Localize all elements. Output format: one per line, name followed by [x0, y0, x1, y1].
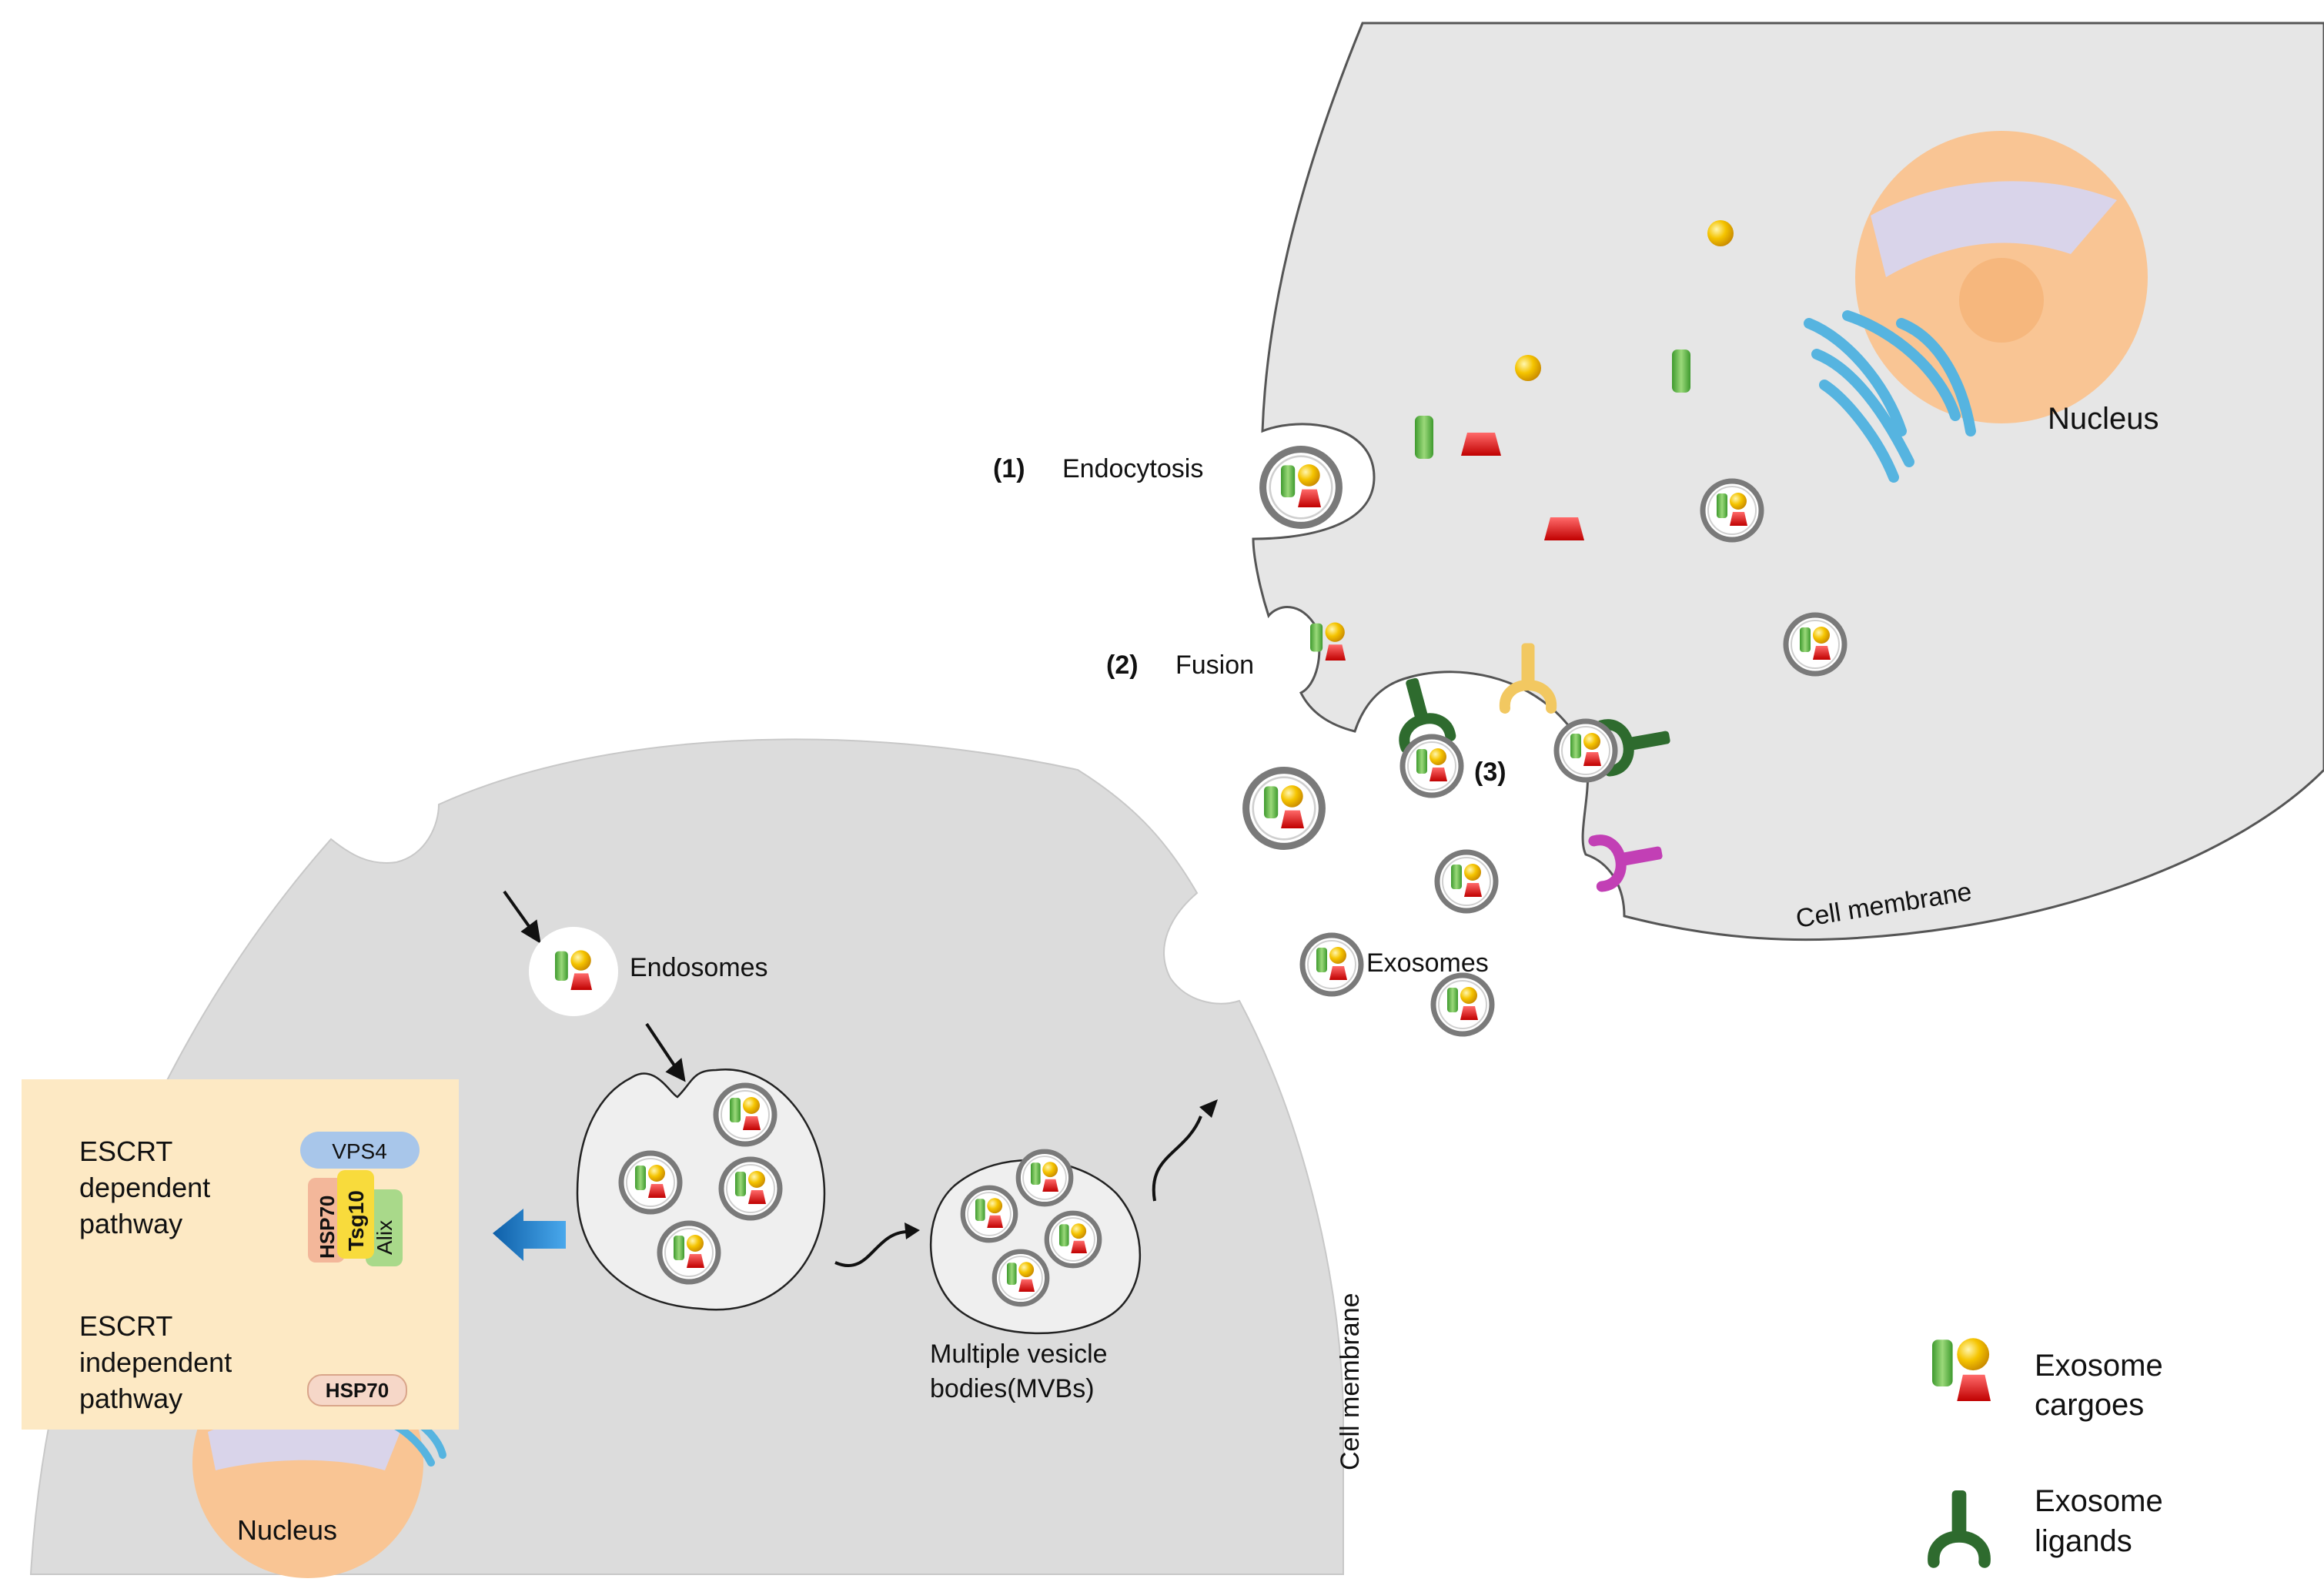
endosomes-label: Endosomes	[630, 953, 768, 982]
hsp70-vertical-label: HSP70	[316, 1196, 339, 1259]
escrt-dependent-line1: ESCRT	[79, 1135, 172, 1167]
mvb-vesicle	[1047, 1213, 1099, 1266]
fusion-label: Fusion	[1175, 651, 1254, 680]
legend: Exosome cargoes Exosome ligands	[1932, 1338, 2163, 1562]
fusion-number: (2)	[1106, 651, 1139, 680]
legend-ligand-icon	[1934, 1491, 1985, 1562]
free-cargo-red	[1461, 433, 1501, 456]
recipient-cell: Nucleus Cell membrane	[1252, 22, 2324, 941]
free-cargo-green	[1672, 350, 1690, 393]
mvb-vesicle	[1018, 1152, 1071, 1204]
legend-ligand-line1: Exosome	[2035, 1484, 2163, 1518]
exosome	[1246, 771, 1323, 847]
free-cargo-green	[1415, 416, 1433, 459]
escrt-dependent-line3: pathway	[79, 1208, 182, 1239]
vps4-label: VPS4	[332, 1139, 387, 1163]
exosome	[1433, 975, 1492, 1034]
exosome	[1302, 935, 1361, 994]
mvb-vesicle	[721, 1159, 780, 1218]
exosomes-label: Exosomes	[1366, 948, 1489, 978]
escrt-dependent-line2: dependent	[79, 1172, 210, 1203]
exosome	[1437, 852, 1496, 911]
free-cargo-yellow	[1515, 355, 1541, 381]
mvb-vesicle	[716, 1085, 774, 1144]
ligand-binding-number: (3)	[1474, 758, 1506, 787]
mvb-vesicle	[963, 1188, 1015, 1240]
tsg10-label: Tsg10	[344, 1190, 368, 1251]
mvb-label-line1: Multiple vesicle	[930, 1339, 1108, 1369]
escrt-independent-line3: pathway	[79, 1383, 182, 1414]
escrt-complex: VPS4 HSP70 Tsg10 Alix	[300, 1132, 420, 1266]
mvb-vesicle	[660, 1223, 718, 1282]
endocytosis-number: (1)	[993, 454, 1025, 483]
endoplasmic-reticulum-icon	[1804, 310, 1976, 483]
mvb-label-line2: bodies(MVBs)	[930, 1374, 1095, 1403]
endocytosis-label: Endocytosis	[1062, 454, 1203, 483]
internalized-exosome	[1786, 615, 1844, 674]
mvb-vesicle	[995, 1252, 1047, 1304]
nucleus-top-label: Nucleus	[2048, 402, 2159, 436]
endocytosis-exosome	[1263, 450, 1339, 526]
cell-membrane-bottom-label: Cell membrane	[1336, 1293, 1365, 1470]
nucleus-bottom-label: Nucleus	[237, 1514, 337, 1546]
hsp70-pill: HSP70	[307, 1374, 407, 1406]
alix-label: Alix	[373, 1220, 396, 1255]
nucleus-top	[1855, 131, 2148, 423]
escrt-arrow-icon	[493, 1209, 566, 1261]
legend-cargo-line1: Exosome	[2035, 1349, 2163, 1383]
internalized-exosome	[1703, 481, 1761, 540]
legend-cargo-icon	[1932, 1338, 1991, 1401]
hsp70-pill-label: HSP70	[326, 1379, 389, 1402]
bound-exosome	[1403, 737, 1461, 795]
escrt-panel: ESCRT dependent pathway ESCRT independen…	[22, 1079, 459, 1430]
legend-ligand-line2: ligands	[2035, 1524, 2132, 1558]
curved-arrow	[834, 1222, 920, 1268]
legend-cargo-line2: cargoes	[2035, 1388, 2144, 1422]
flow-arrows	[503, 890, 686, 1082]
escrt-independent-line2: independent	[79, 1346, 232, 1378]
escrt-independent-line1: ESCRT	[79, 1310, 172, 1342]
free-cargo-red	[1544, 517, 1584, 540]
secretion-arrow	[1152, 1099, 1218, 1202]
recipient-cell-membrane	[1252, 22, 2324, 941]
free-cargo-yellow	[1707, 220, 1734, 246]
bound-exosome	[1557, 721, 1615, 780]
mvb-vesicle	[621, 1153, 680, 1212]
endosome	[529, 927, 618, 1016]
